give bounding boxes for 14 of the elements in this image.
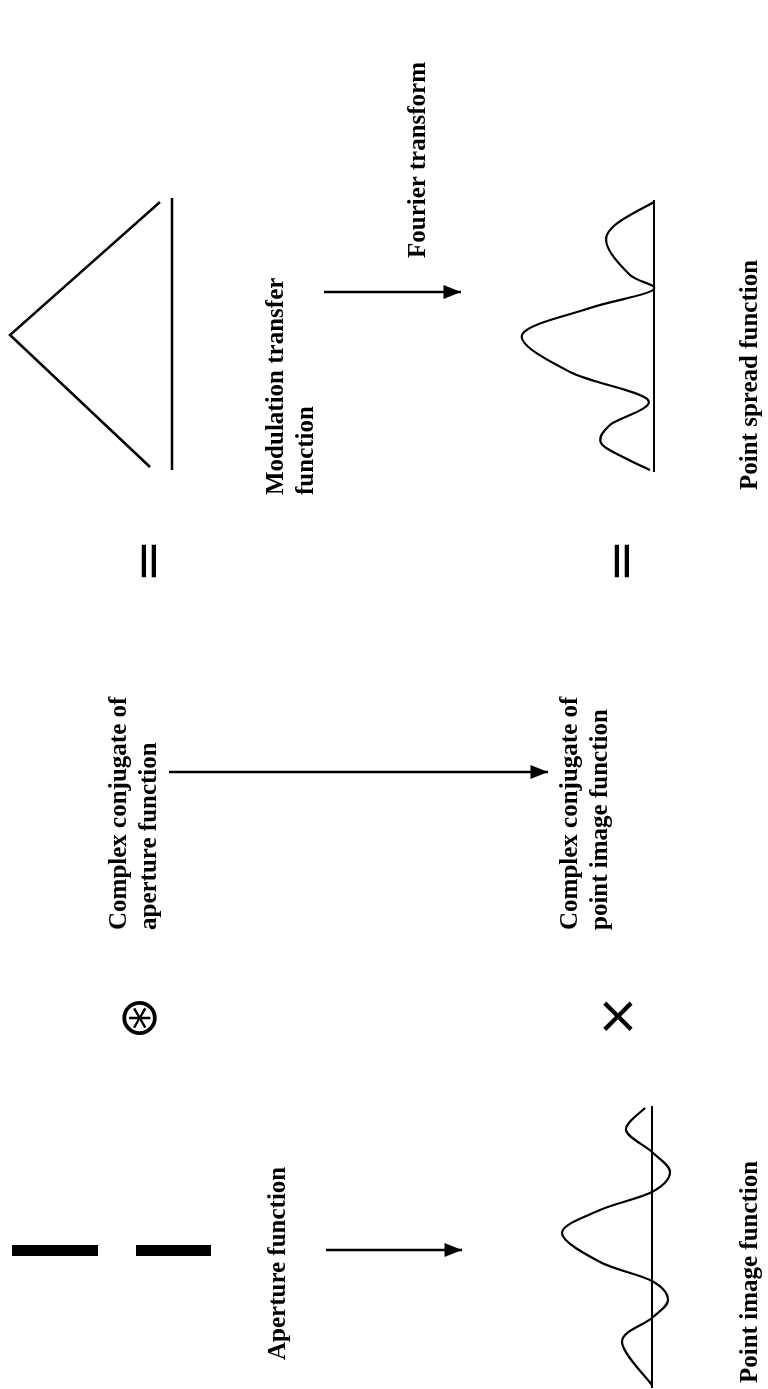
arrow [169, 765, 548, 779]
multiplication-symbol: × [592, 988, 644, 1048]
function-label: Complex conjugate of point image function [554, 695, 613, 930]
function-label: Modulation transfer function [260, 277, 319, 495]
function-label: Point image function [734, 1159, 763, 1383]
function-label: Complex conjugate of aperture function [103, 695, 162, 930]
convolution-symbol: ⊛ [112, 996, 164, 1040]
equals-sign: = [121, 539, 173, 583]
arrow [324, 285, 461, 299]
function-label: Point spread function [734, 258, 763, 490]
arrow [326, 1243, 462, 1257]
edge-label: Fourier transform [402, 61, 431, 258]
function-label: Aperture function [262, 1165, 291, 1360]
equals-sign: = [594, 539, 646, 583]
